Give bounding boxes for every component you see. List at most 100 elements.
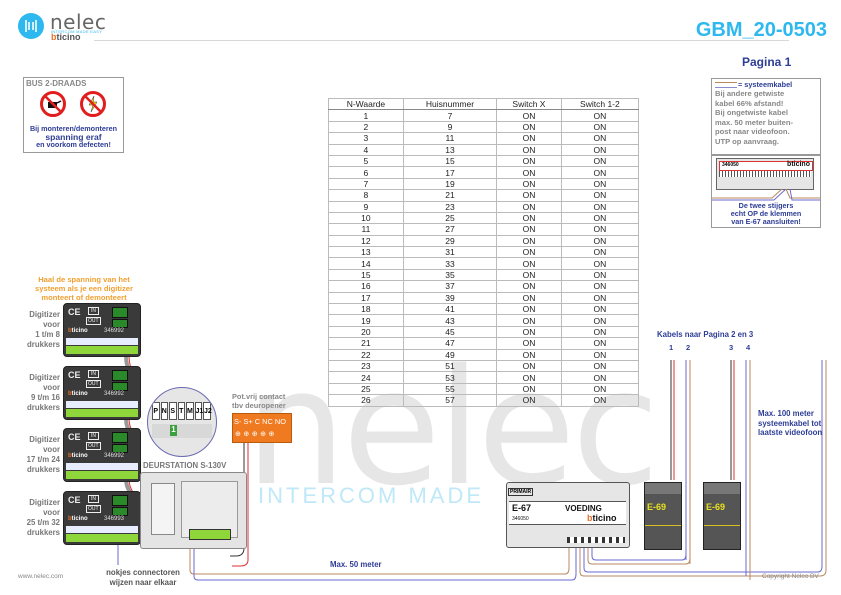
terminal-strip bbox=[719, 171, 811, 177]
n-value-table: N-Waarde Huisnummer Switch X Switch 1-2 … bbox=[328, 97, 640, 407]
e67-type: VOEDING bbox=[565, 504, 602, 513]
no-voltage-icon bbox=[80, 91, 106, 117]
copyright: Copyright Nelec BV bbox=[762, 573, 819, 580]
bticino-b: b bbox=[51, 32, 57, 42]
warning-title: BUS 2-DRAADS bbox=[26, 79, 87, 88]
out-label: OUT bbox=[86, 317, 101, 325]
warning-box: BUS 2-DRAADS Bij monteren/demonteren spa… bbox=[23, 77, 124, 153]
header-divider bbox=[94, 40, 789, 41]
e67-power-supply: PRIMAIR E-67 VOEDING 346050 bticino bbox=[506, 482, 630, 548]
e69-device-2: E-69 bbox=[703, 482, 741, 550]
dip-label: J1 bbox=[194, 402, 203, 420]
dip-label: M bbox=[186, 402, 194, 420]
digitizer-brand: bticino bbox=[68, 453, 88, 459]
dip-label: J2 bbox=[203, 402, 212, 420]
cable-number-3: 3 bbox=[729, 343, 734, 352]
no-plug-icon bbox=[40, 91, 66, 117]
in-connector bbox=[112, 370, 128, 381]
ce-mark: CE bbox=[68, 495, 81, 505]
out-connector bbox=[112, 382, 128, 391]
digitizer-brand: bticino bbox=[68, 328, 88, 334]
ce-mark: CE bbox=[68, 370, 81, 380]
riser-cables bbox=[712, 189, 820, 201]
table-header-row: N-Waarde Huisnummer Switch X Switch 1-2 bbox=[328, 97, 640, 111]
digitizer-brand: bticino bbox=[68, 391, 88, 397]
cable-number-1: 1 bbox=[669, 343, 674, 352]
out-label: OUT bbox=[86, 505, 101, 513]
e67-code: 346050 bbox=[512, 516, 529, 522]
connector-note: nokjes connectoren wijzen naar elkaar bbox=[106, 568, 180, 587]
dip-switch-on: 1 bbox=[170, 425, 177, 436]
potcontact-terminal-block: S- S+ C NC NO ⊕⊕⊕⊕⊕ bbox=[232, 413, 292, 443]
logo-tagline: INTERCOM MADE EASY bbox=[51, 29, 103, 34]
cable-legend: = systeemkabel bbox=[715, 80, 792, 89]
riser-note-box: 346050 bticino De twee stijgers echt OP … bbox=[711, 154, 821, 228]
cables-label: Kabels naar Pagina 2 en 3 bbox=[657, 330, 754, 339]
screw-icons: ⊕⊕⊕⊕⊕ bbox=[235, 431, 277, 438]
deurstation-terminals bbox=[189, 529, 231, 540]
max-50-note: Max. 50 meter bbox=[330, 560, 382, 569]
cable-info-text: Bij andere getwiste kabel 66% afstand! B… bbox=[715, 89, 794, 146]
deurstation-board bbox=[181, 481, 238, 538]
riser-cable-4-blue bbox=[583, 360, 823, 573]
digitizer-brand: bticino bbox=[68, 516, 88, 522]
cell-huisnummer: 57 bbox=[402, 394, 498, 407]
potcontact-terminals: S- S+ C NC NO bbox=[234, 417, 286, 426]
in-connector bbox=[112, 495, 128, 506]
page-label: Pagina 1 bbox=[742, 55, 792, 69]
cell-switch-x: ON bbox=[496, 394, 562, 407]
primair-label: PRIMAIR bbox=[508, 488, 534, 496]
dip-label: T bbox=[177, 402, 185, 420]
e67-name: E-67 bbox=[512, 503, 532, 513]
riser-note: De twee stijgers echt OP de klemmen van … bbox=[730, 201, 802, 226]
terminal-labels bbox=[66, 401, 138, 408]
terminal-labels bbox=[66, 338, 138, 345]
deurstation-label: DEURSTATION S-130V bbox=[143, 461, 227, 470]
dip-label: N bbox=[160, 402, 168, 420]
ce-mark: CE bbox=[68, 307, 81, 317]
max-100-note: Max. 100 meter systeemkabel tot laatste … bbox=[758, 409, 823, 437]
nelec-logo-icon bbox=[18, 13, 44, 39]
out-label: OUT bbox=[86, 380, 101, 388]
out-label: OUT bbox=[86, 442, 101, 450]
e67-closeup: 346050 bticino bbox=[716, 158, 814, 190]
system-cable-swatch bbox=[715, 82, 737, 89]
digitizer-code: 346992 bbox=[104, 391, 125, 397]
cell-huisnummer: 17 bbox=[402, 166, 498, 179]
terminal-strip bbox=[66, 471, 138, 479]
bus-cable-blue bbox=[193, 545, 577, 581]
warning-text: Bij monteren/demonteren spanning eraf en… bbox=[29, 124, 118, 149]
bticino-rest: ticino bbox=[56, 32, 81, 42]
out-connector bbox=[112, 507, 128, 516]
terminal-labels bbox=[66, 526, 138, 533]
voltage-note: Haal de spanning van het systeem als je … bbox=[35, 275, 133, 302]
bus-cable-brown bbox=[189, 545, 570, 575]
in-label: IN bbox=[88, 370, 99, 378]
digitizer-code: 346992 bbox=[104, 453, 125, 459]
document-id: GBM_20-0503 bbox=[695, 19, 827, 41]
e69-device-1: E-69 bbox=[644, 482, 682, 550]
digitizer-code: 346992 bbox=[104, 328, 125, 334]
digitizer-code: 346993 bbox=[104, 516, 125, 522]
potcontact-label: Pot.vrij contact tbv deuropener bbox=[232, 392, 286, 410]
riser-cable-4-brown bbox=[579, 360, 827, 577]
website-link[interactable]: www.nelec.com bbox=[18, 573, 64, 580]
cable-number-4: 4 bbox=[746, 343, 751, 352]
e67-brand: bticino bbox=[587, 513, 617, 523]
